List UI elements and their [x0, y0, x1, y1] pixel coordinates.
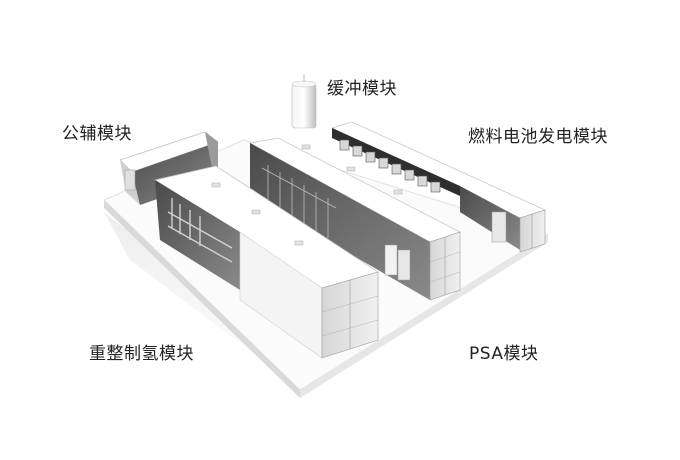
reforming-module-container — [153, 165, 379, 359]
buffer-tank — [291, 74, 317, 129]
roof-vent-icons — [211, 144, 403, 246]
utility-module-label: 公辅模块 — [62, 124, 132, 144]
buffer-module-label: 缓冲模块 — [327, 79, 397, 99]
psa-module-container — [248, 137, 462, 301]
psa-module-label: PSA模块 — [469, 344, 539, 364]
reforming-hydrogen-module-label: 重整制氢模块 — [89, 344, 194, 364]
fuel-cell-module-label: 燃料电池发电模块 — [468, 127, 608, 147]
fuel-cell-module-container — [330, 121, 547, 253]
